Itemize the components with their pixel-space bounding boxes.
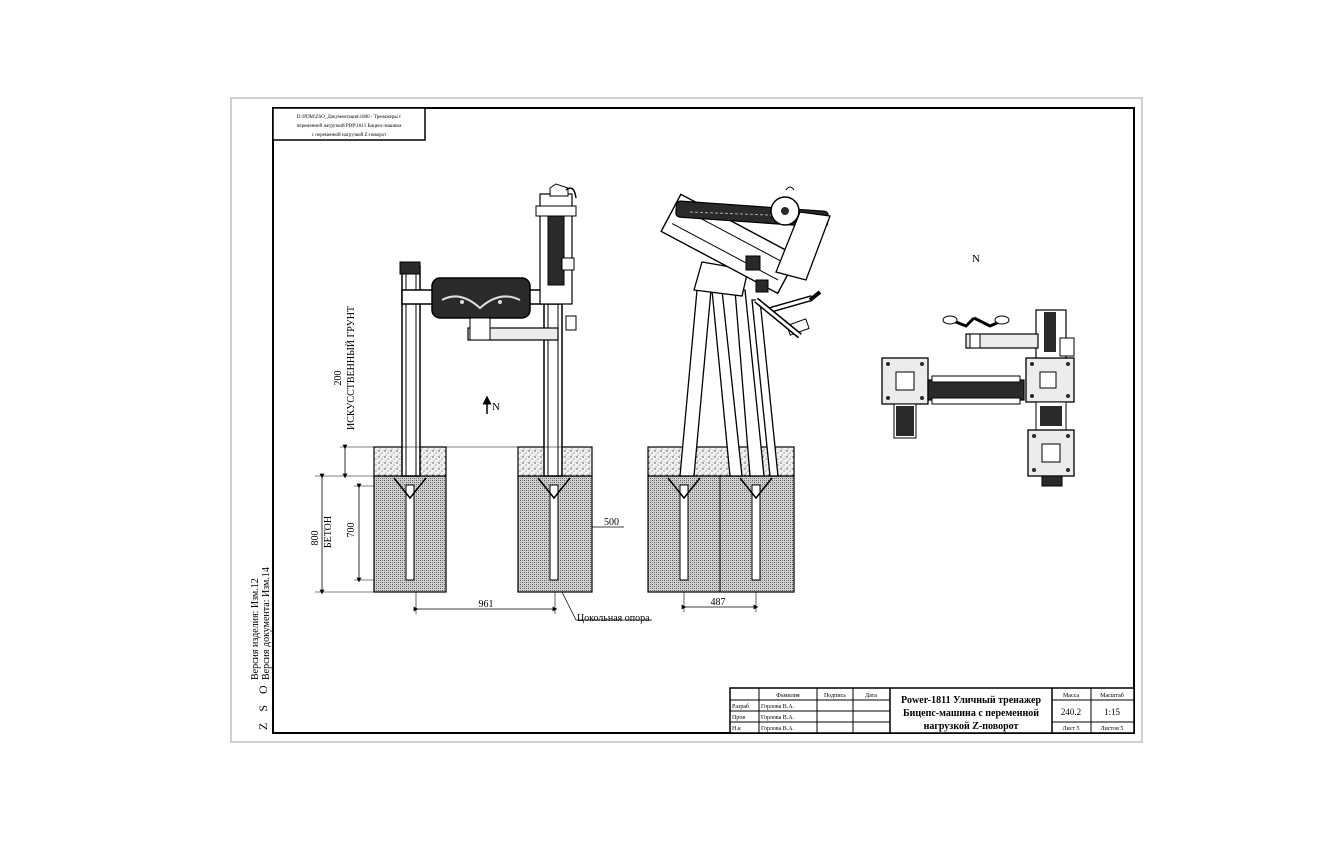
- dim-post-spacing-front: 961: [479, 599, 494, 610]
- side-right-leg: [734, 289, 765, 477]
- tb-row-2-role: Пров: [732, 715, 745, 721]
- tb-row-3-name: Горлова В.А.: [761, 726, 795, 732]
- top-handle-arm: [965, 333, 1039, 349]
- dim-post-spacing-side: 487: [711, 597, 726, 608]
- drawing-border: [272, 107, 1135, 734]
- doc-path-line-1: D:\PDM\ZSO_Документация\1800 - Тренажеры…: [297, 115, 402, 120]
- tb-header-signature: Подпись: [824, 693, 846, 699]
- doc-path-line-2: переменной нагрузкой PDP\1811 Бицепс-маш…: [297, 124, 402, 129]
- front-right-post: [543, 299, 563, 477]
- dim-foundation-depth: 800: [310, 531, 321, 546]
- tb-row-1-role: Разраб: [732, 703, 749, 710]
- front-view: N 200 ИСКУССТВЕННЫЙ ГРУНТ 800 БЕТОН 700 …: [310, 183, 652, 624]
- side-note-product-version: Версия изделия: Изм.12: [250, 578, 261, 680]
- tb-sheets-label: Листов 5: [1101, 726, 1124, 732]
- tb-row-1-name: Горлова В.А.: [761, 704, 795, 710]
- side-view: 487: [647, 186, 831, 612]
- tb-row-2-name: Горлова В.А.: [761, 715, 795, 721]
- tb-mass-value: 240.2: [1061, 707, 1081, 717]
- dim-concrete-depth: 700: [346, 523, 357, 538]
- tb-mass-label: Масса: [1063, 693, 1079, 699]
- top-north-label: N: [972, 253, 980, 265]
- title-block: Фамилия Подпись Дата Разраб Горлова В.А.…: [729, 687, 1135, 734]
- label-artificial-ground: ИСКУССТВЕННЫЙ ГРУНТ: [345, 306, 357, 430]
- dim-foundation-width: 500: [604, 517, 619, 528]
- side-foundation-concrete: [647, 475, 795, 593]
- tb-scale-label: Масштаб: [1100, 692, 1124, 699]
- tb-product-title: Power-1811 Уличный тренажер Бицепс-машин…: [900, 695, 1042, 732]
- top-view: N: [881, 253, 1075, 487]
- label-concrete: БЕТОН: [323, 516, 334, 548]
- tb-row-3-role: Н.к: [732, 726, 741, 732]
- front-north-label: N: [492, 401, 500, 413]
- tb-sheet-label: Лист 5: [1062, 726, 1079, 732]
- tb-header-surname: Фамилия: [776, 693, 800, 699]
- doc-path-box: D:\PDM\ZSO_Документация\1800 - Тренажеры…: [272, 107, 426, 141]
- side-note-company: Z S O: [256, 681, 270, 730]
- dim-ground-depth: 200: [333, 371, 344, 386]
- tb-scale-value: 1:15: [1104, 707, 1121, 717]
- doc-path-line-3: с переменной нагрузкой Z-поворот: [312, 133, 387, 138]
- top-pad: [927, 379, 1025, 401]
- label-plinth: Цокольная опора: [577, 613, 650, 624]
- side-note-doc-version: Версия документа: Изм.14: [261, 567, 272, 680]
- tb-header-date: Дата: [865, 693, 877, 699]
